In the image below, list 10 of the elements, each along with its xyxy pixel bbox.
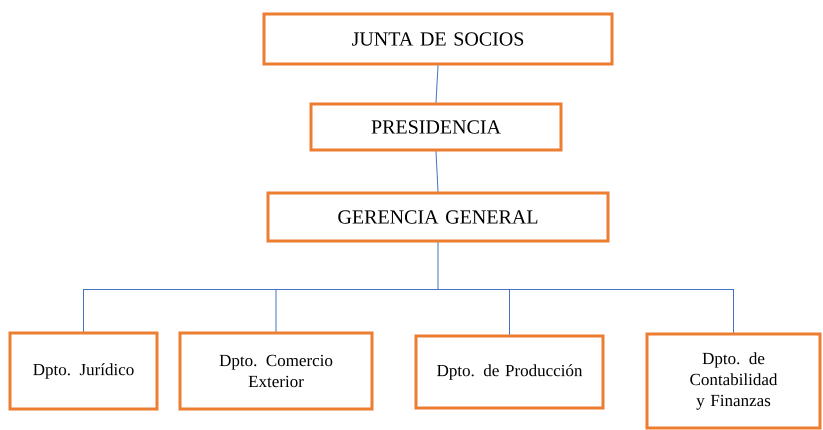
org-box: Dpto. Comercio Exterior — [178, 332, 374, 410]
connector-line — [436, 151, 438, 192]
org-box: Dpto. de Contabilidad y Finanzas — [646, 332, 822, 430]
connector-line — [436, 65, 438, 103]
connector-line — [438, 242, 734, 333]
org-box: PRESIDENCIA — [310, 102, 562, 152]
org-box: Dpto. de Producción — [414, 334, 604, 410]
org-box: JUNTA DE SOCIOS — [262, 12, 614, 66]
org-box: GERENCIA GENERAL — [266, 192, 610, 242]
org-box: Dpto. Jurídico — [8, 332, 158, 410]
